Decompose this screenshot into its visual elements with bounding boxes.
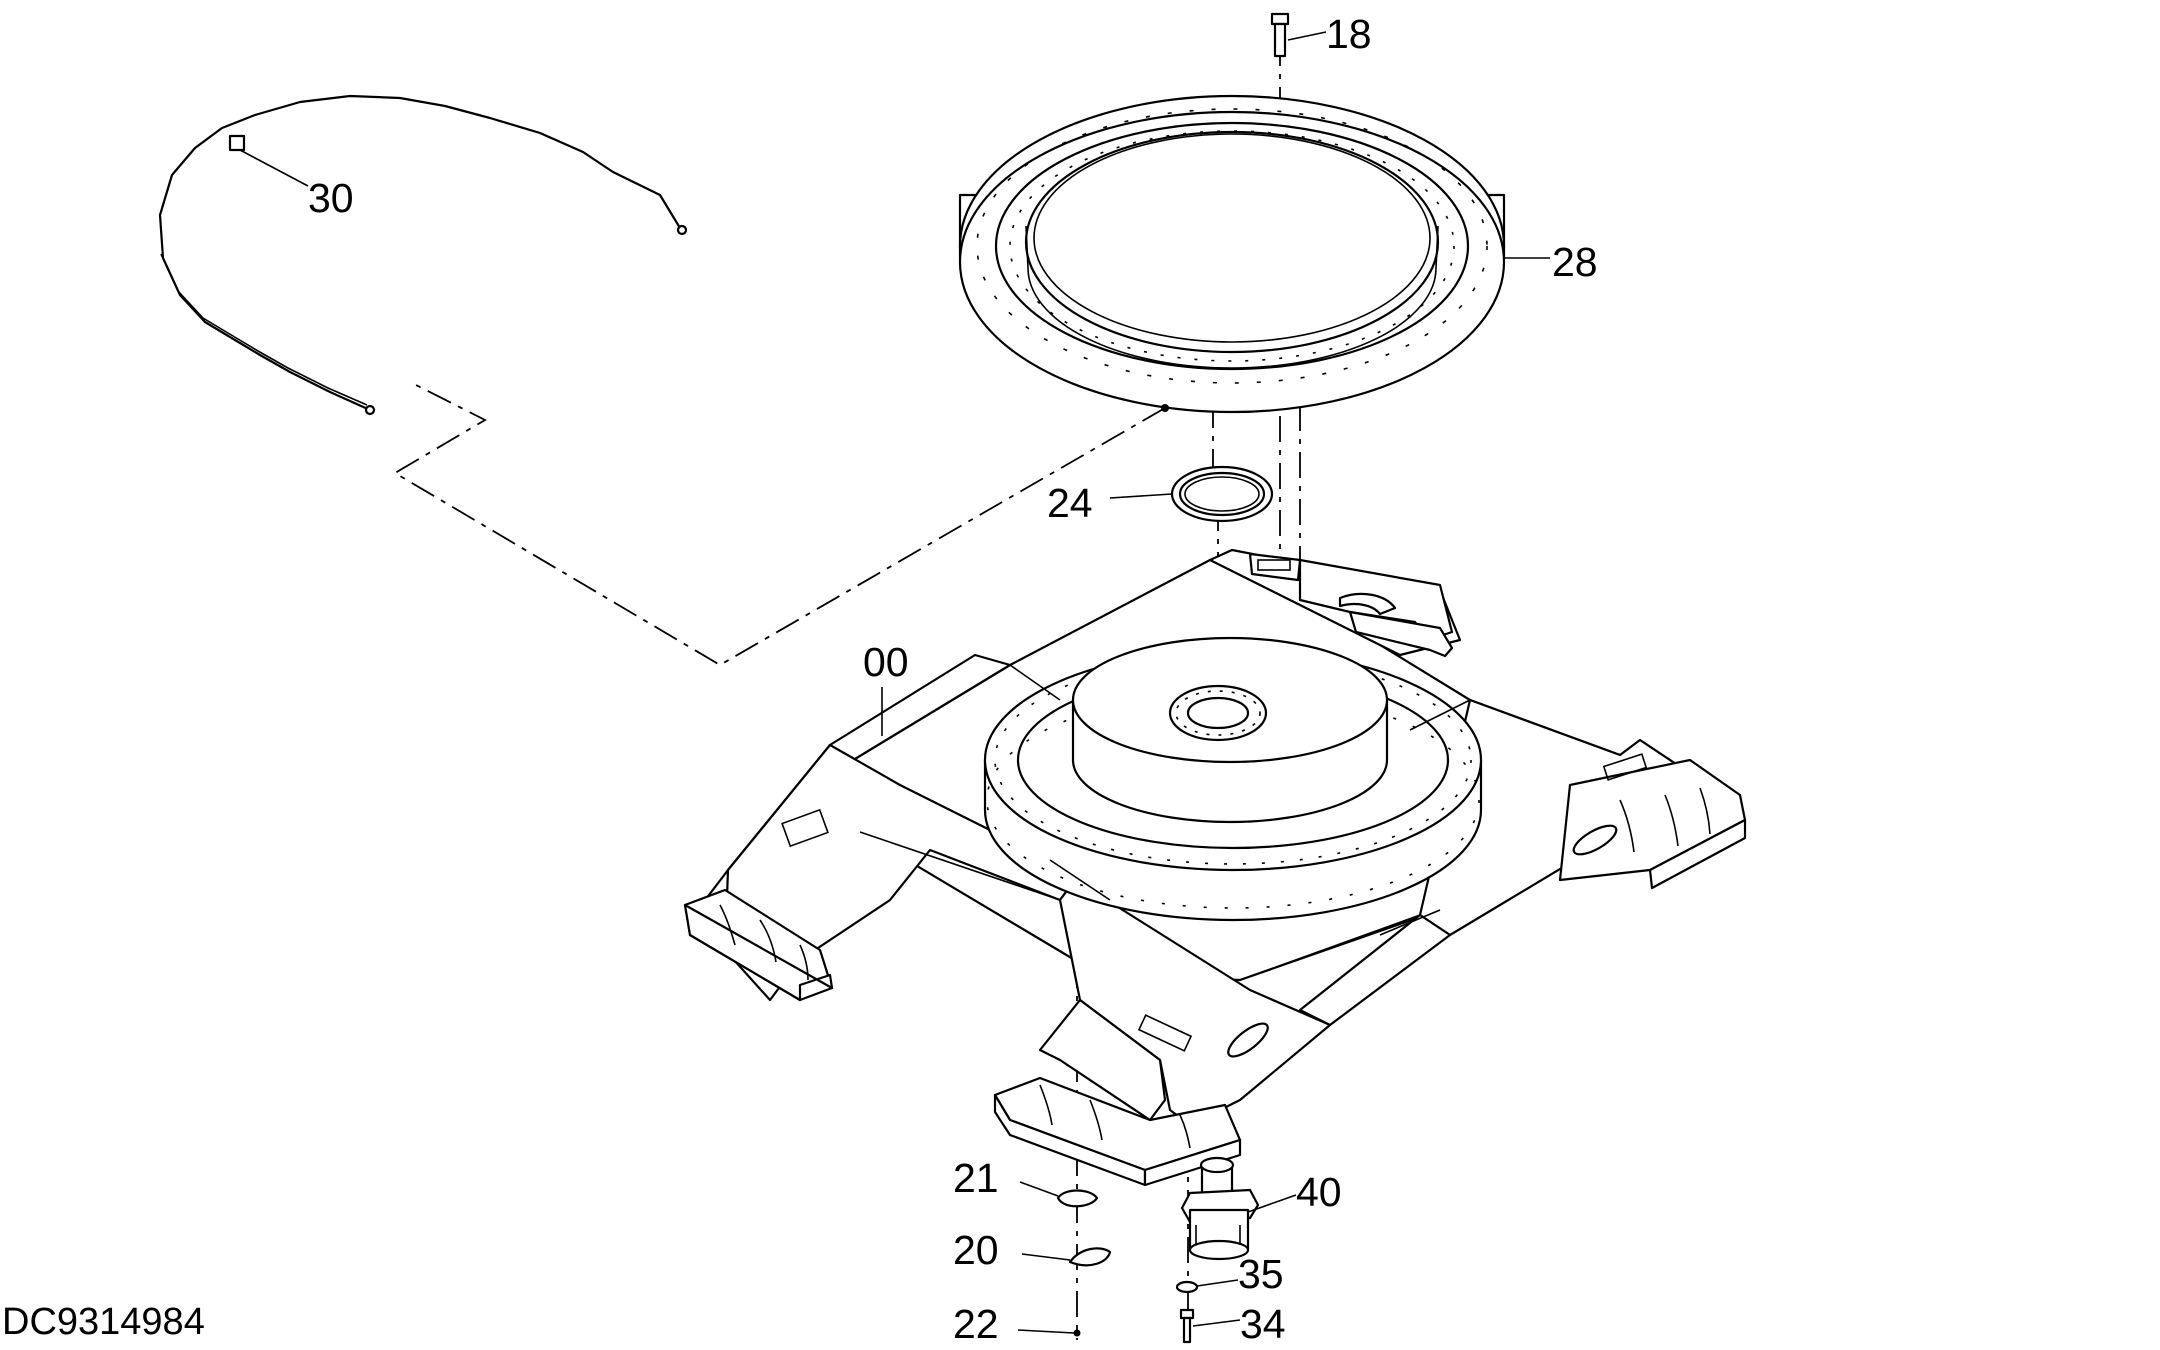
undercarriage-frame-part-00	[683, 548, 1747, 1187]
label-part-24: 24	[1047, 480, 1093, 526]
label-part-21: 21	[953, 1155, 999, 1201]
label-part-30: 30	[308, 175, 354, 221]
cover-plate-part-20	[1021, 1247, 1112, 1267]
center-joint-part-40	[1180, 1156, 1297, 1261]
bolt-part-34	[1179, 1308, 1241, 1344]
gasket-part-21	[1019, 1181, 1099, 1208]
label-part-28: 28	[1552, 239, 1598, 285]
grease-hose-part-30	[158, 94, 688, 416]
label-part-35: 35	[1238, 1251, 1284, 1297]
label-part-20: 20	[953, 1227, 999, 1273]
label-part-34: 34	[1240, 1301, 1286, 1345]
swing-bearing-ring-part-28	[958, 94, 1550, 414]
label-part-00: 00	[863, 639, 909, 685]
label-part-22: 22	[953, 1301, 999, 1345]
part-labels: 18 28 30 24 00 21 20 22 40 35 34	[308, 11, 1598, 1347]
washer-part-35	[1175, 1279, 1239, 1294]
label-part-40: 40	[1296, 1169, 1342, 1215]
bolt-part-18	[1270, 12, 1327, 58]
bolt-part-22	[1017, 1329, 1081, 1337]
label-part-18: 18	[1326, 11, 1372, 57]
document-id: DC9314984	[2, 1301, 205, 1343]
seal-ring-part-24	[1109, 465, 1274, 523]
